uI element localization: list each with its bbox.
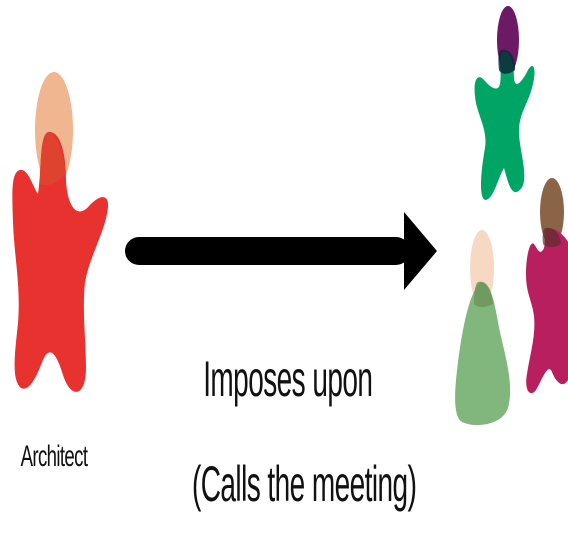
right-arrow-icon <box>125 212 437 290</box>
architect-head-overlap <box>40 132 66 186</box>
member-sage-neck <box>474 281 493 307</box>
member-green-figure <box>474 6 535 201</box>
action-label: Imposes upon <box>203 351 373 407</box>
arrow-head <box>404 212 437 290</box>
member-green-neck <box>498 49 516 74</box>
architect-body <box>12 131 109 392</box>
member-green-body <box>474 51 535 201</box>
member-magenta-body <box>526 228 568 394</box>
member-sage-figure <box>455 230 511 426</box>
action-sublabel: (Calls the meeting) <box>192 456 417 512</box>
group-of-people-icon <box>455 6 568 426</box>
member-sage-body <box>455 281 511 426</box>
arrow-shaft <box>125 237 410 265</box>
architect-figure-icon <box>12 72 109 392</box>
architect-label: Architect <box>20 440 88 473</box>
member-magenta-neck <box>542 227 561 247</box>
member-magenta-figure <box>526 178 568 394</box>
